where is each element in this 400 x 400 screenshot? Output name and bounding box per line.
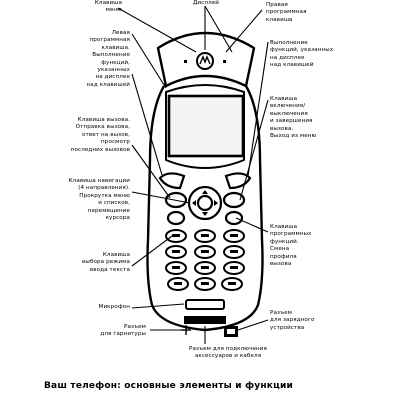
label-function-key: Клавиша программных функций. Смена профи… [270,224,312,268]
label-right-soft-functions: Выполнение функций, указанных на дисплее… [270,40,334,69]
label-microphone: Микрофон [98,304,130,310]
left-soft-key [158,172,186,190]
display-screen [167,94,245,158]
menu-key [166,210,186,226]
label-right-soft-key: Правая программная клавиша [266,2,307,23]
microphone-slot [185,299,225,310]
motorola-logo-icon [196,52,214,70]
flip-top [156,31,256,88]
plus-icon [181,325,191,335]
label-menu-key: Клавиша меню [94,0,122,14]
label-display: Дисплей [192,0,220,6]
label-headset-jack: Разъем для гарнитуры [100,324,146,338]
keypad [165,229,245,291]
label-charger-port: Разъем для зарядного устройства [270,310,315,331]
display-bezel [165,84,245,169]
label-end-key: Клавиша включения/ выключения и завершен… [270,96,317,140]
function-key [224,210,244,226]
accessory-connector [184,316,226,324]
battery-connector-icon [224,326,238,337]
send-key [164,191,188,209]
figure-caption: Ваш телефон: основные элементы и функции [44,381,293,391]
label-left-soft-key: Левая программная клавиша. Выполнение фу… [86,30,130,88]
label-navigation-key: Клавиша навигации (4 направления). Прокр… [68,178,130,222]
right-soft-key [224,172,252,190]
label-accessory-port: Разъем для подключения аксессуаров и каб… [189,346,267,360]
label-text-mode-key: Клавиша выбора режима ввода текста [82,252,130,273]
end-key [222,191,246,209]
callout-lines [117,5,269,344]
label-send-key: Клавиша вызова. Отправка вызова, ответ н… [70,117,130,153]
